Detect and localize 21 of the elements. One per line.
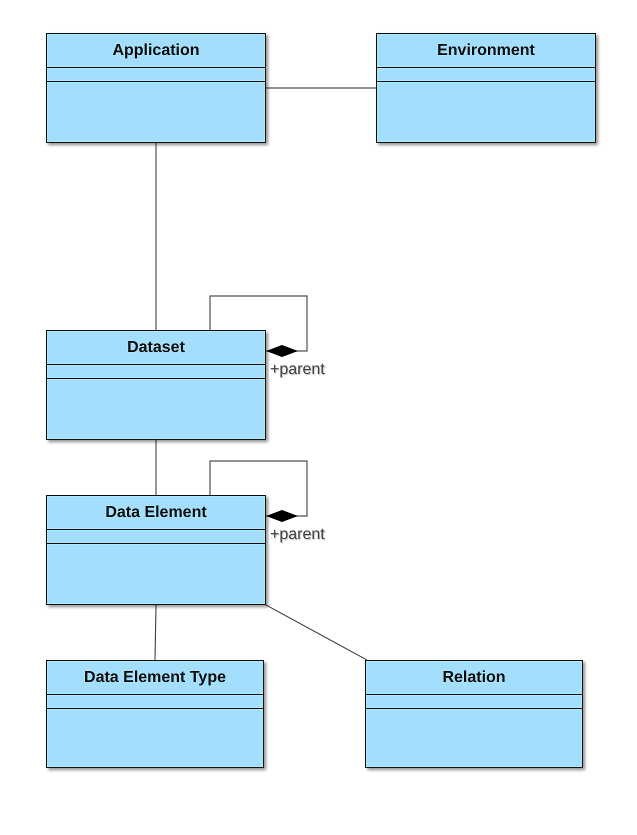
association-line	[266, 87, 376, 89]
self-association-line	[209, 295, 308, 357]
association-line	[155, 143, 157, 330]
self-association-line	[209, 460, 308, 522]
class-box	[46, 330, 266, 440]
role-label: +parent	[269, 361, 326, 379]
association-line	[266, 604, 368, 661]
class-name: Relation	[442, 668, 506, 686]
class-box	[46, 495, 266, 605]
class-box	[376, 33, 596, 143]
class-box	[46, 660, 264, 768]
class-box	[46, 33, 266, 143]
association-line	[155, 440, 157, 495]
role-label: +parent	[269, 526, 326, 544]
class-name: Dataset	[127, 338, 185, 356]
class-name: Data Element	[105, 504, 207, 522]
class-name: Application	[112, 42, 200, 60]
class-name: Environment	[437, 42, 535, 60]
association-line	[154, 604, 157, 660]
class-box	[365, 660, 583, 768]
class-name: Data Element Type	[84, 668, 226, 686]
